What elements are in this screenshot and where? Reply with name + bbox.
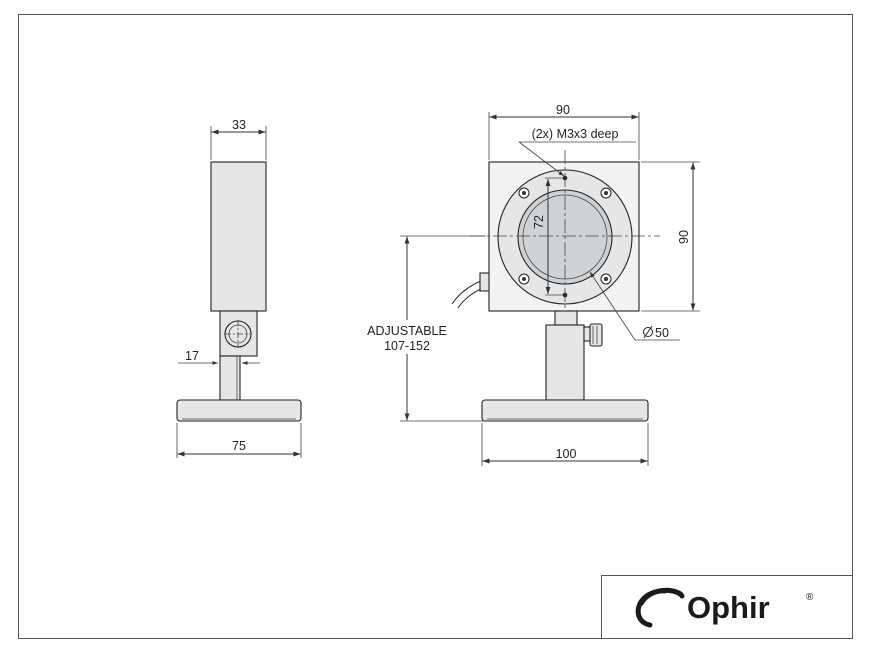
brand-name: Ophir bbox=[687, 590, 770, 625]
registered-mark: ® bbox=[806, 592, 814, 603]
drawing-frame bbox=[18, 14, 853, 639]
adjustable-range: 107-152 bbox=[384, 339, 430, 353]
front-thread-label: (2x) M3x3 deep bbox=[532, 127, 619, 141]
front-aperture-label: 50 bbox=[655, 326, 669, 340]
logo-block: Ophir ® bbox=[601, 575, 853, 639]
front-base-label: 100 bbox=[556, 447, 577, 461]
side-base bbox=[176, 399, 302, 422]
front-base bbox=[481, 399, 649, 422]
front-post bbox=[545, 324, 585, 401]
front-post-holder bbox=[554, 310, 578, 326]
front-corner-screws bbox=[518, 187, 612, 285]
side-head-body bbox=[210, 161, 267, 312]
ophir-logo-icon bbox=[635, 587, 685, 628]
side-view: 33 17 75 bbox=[176, 118, 302, 458]
front-hole-spacing-label: 72 bbox=[532, 215, 546, 229]
side-width-label: 33 bbox=[232, 118, 246, 132]
adjustable-label: ADJUSTABLE bbox=[367, 324, 447, 338]
side-base-label: 75 bbox=[232, 439, 246, 453]
side-post-label: 17 bbox=[185, 349, 199, 363]
front-width-label: 90 bbox=[556, 103, 570, 117]
front-height-label: 90 bbox=[677, 230, 691, 244]
diameter-symbol bbox=[643, 325, 653, 339]
front-view: 90 (2x) M3x3 deep 90 72 50 ADJUSTABLE 10… bbox=[360, 103, 700, 466]
